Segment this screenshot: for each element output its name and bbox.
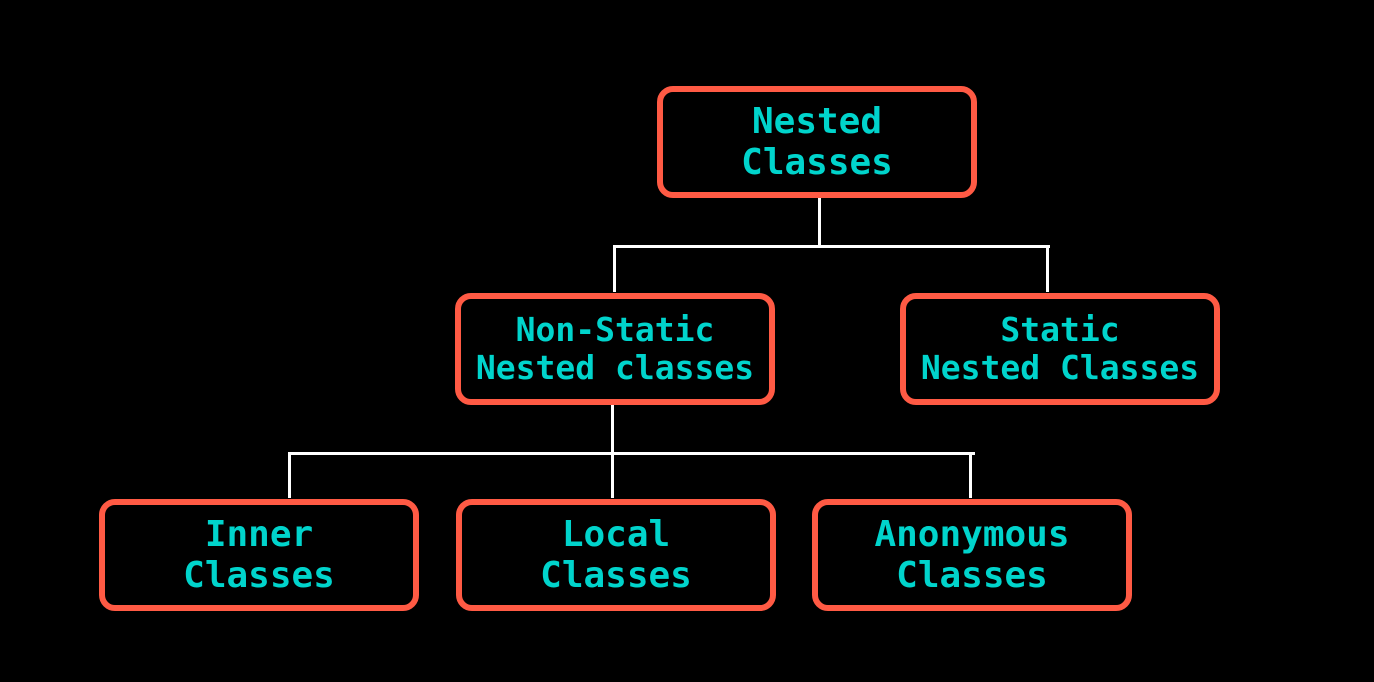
connector-level2-bar: [613, 245, 1050, 248]
connector-root-down: [818, 198, 821, 247]
node-inner-classes: Inner Classes: [99, 499, 419, 611]
node-anonymous-line2: Classes: [896, 555, 1048, 596]
node-non-static-line2: Nested classes: [475, 348, 755, 387]
node-anonymous-line1: Anonymous: [874, 513, 1070, 555]
node-local-line1: Local: [561, 513, 671, 555]
connector-non-static-down: [611, 405, 614, 498]
node-inner-line1: Inner: [204, 513, 314, 555]
connector-to-non-static: [613, 245, 616, 292]
node-non-static-line1: Non-Static: [515, 310, 715, 350]
node-static-line2: Nested Classes: [920, 348, 1200, 387]
node-local-line2: Classes: [540, 555, 692, 596]
node-nested-classes-line1: Nested: [751, 100, 883, 142]
node-non-static-nested-classes: Non-Static Nested classes: [455, 293, 775, 405]
connector-to-static: [1046, 245, 1049, 292]
node-nested-classes: Nested Classes: [657, 86, 977, 198]
connector-level3-bar: [288, 452, 975, 455]
node-local-classes: Local Classes: [456, 499, 776, 611]
node-anonymous-classes: Anonymous Classes: [812, 499, 1132, 611]
connector-to-inner: [288, 452, 291, 498]
node-nested-classes-line2: Classes: [741, 142, 893, 183]
node-inner-line2: Classes: [183, 555, 335, 596]
node-static-line1: Static: [1000, 310, 1120, 350]
connector-to-anonymous: [969, 452, 972, 498]
node-static-nested-classes: Static Nested Classes: [900, 293, 1220, 405]
